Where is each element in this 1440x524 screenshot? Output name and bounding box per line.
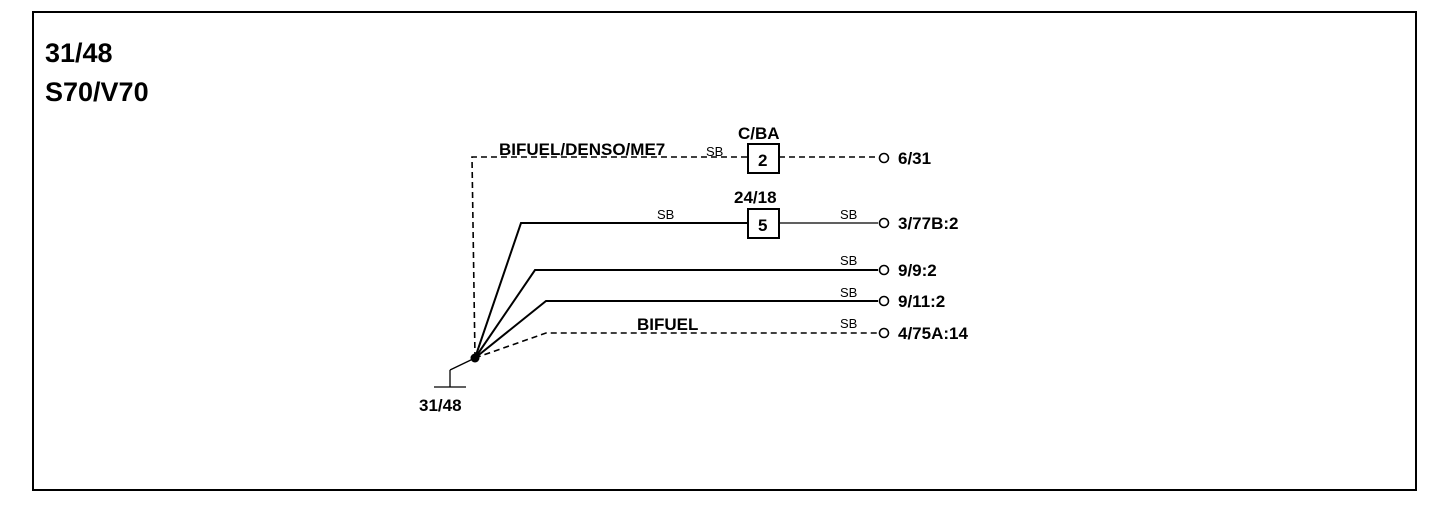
connector-cba-label: C/BA <box>738 124 780 143</box>
diagram-frame <box>32 11 1417 491</box>
terminal-6-31-icon <box>878 152 890 164</box>
ground-symbol <box>434 357 476 388</box>
wire-5-variant-label: BIFUEL <box>637 315 698 334</box>
diagram-id: 31/48 <box>45 38 113 68</box>
wire-1-color-label: SB <box>706 144 723 159</box>
terminal-9-9-2-label: 9/9:2 <box>898 261 937 280</box>
terminal-3-77b-2-icon <box>878 217 890 229</box>
wire-2-color-left: SB <box>657 207 674 222</box>
wire-5 <box>474 332 878 359</box>
connector-24-18-label: 24/18 <box>734 188 777 207</box>
connector-24-18-box <box>747 208 780 239</box>
wire-5-color-label: SB <box>840 316 857 331</box>
terminal-9-11-2-icon <box>878 295 890 307</box>
wire-4 <box>474 300 878 359</box>
terminal-6-31-label: 6/31 <box>898 149 931 168</box>
connector-cba-pin: 2 <box>758 151 767 170</box>
ground-label: 31/48 <box>419 396 462 415</box>
connector-cba-box <box>747 143 780 174</box>
connector-24-18-pin: 5 <box>758 216 767 235</box>
terminal-3-77b-2-label: 3/77B:2 <box>898 214 958 233</box>
terminal-4-75a-14-label: 4/75A:14 <box>898 324 968 343</box>
terminal-9-9-2-icon <box>878 264 890 276</box>
wire-3-color-label: SB <box>840 253 857 268</box>
terminal-9-11-2-label: 9/11:2 <box>898 292 945 311</box>
wire-3 <box>474 269 878 359</box>
wire-1-variant-label: BIFUEL/DENSO/ME7 <box>499 140 665 159</box>
terminal-4-75a-14-icon <box>878 327 890 339</box>
wire-2 <box>474 222 878 359</box>
model-label: S70/V70 <box>45 77 149 107</box>
wire-1 <box>471 156 878 359</box>
wire-4-color-label: SB <box>840 285 857 300</box>
wire-2-color-right: SB <box>840 207 857 222</box>
